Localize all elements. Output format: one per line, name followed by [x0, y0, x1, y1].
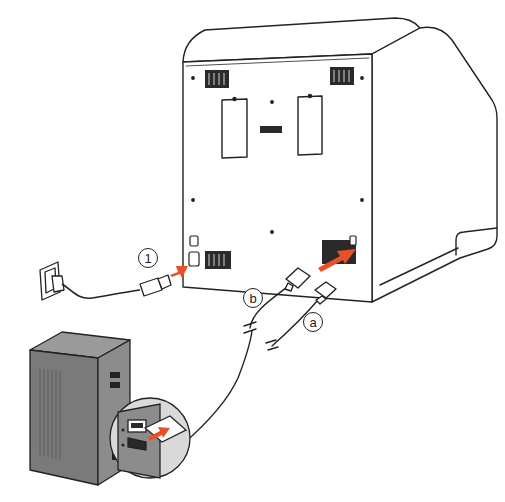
- callout-number: b: [243, 288, 263, 308]
- callout-number: a: [303, 312, 323, 332]
- callout-number: 1: [138, 248, 158, 268]
